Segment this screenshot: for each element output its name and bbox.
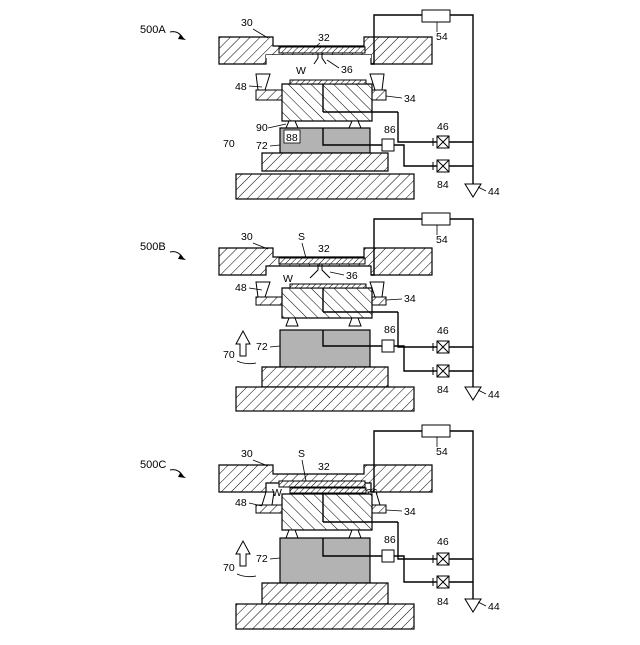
label-wafer: W (272, 487, 282, 499)
lift-block (280, 538, 370, 583)
vacuum-line-upper (398, 112, 437, 142)
film-layer (279, 258, 365, 264)
gauge-box (422, 10, 450, 22)
film-layer (279, 481, 365, 487)
sensor-box (382, 550, 394, 562)
panel-label: 500C (140, 459, 166, 471)
label-gauge: 54 (436, 446, 448, 458)
base-plate (236, 604, 414, 629)
pump-icon (465, 387, 481, 400)
wafer (290, 488, 366, 493)
panel-500A: 500A 30 32 36 48 W 34 90 88 (140, 10, 500, 199)
label-gauge: 54 (436, 31, 448, 43)
label-pad: 90 (256, 122, 268, 134)
label-nozzle: 36 (346, 270, 358, 282)
pad-right (349, 530, 361, 538)
label-film: 32 (318, 32, 330, 44)
label-sensor: 86 (384, 124, 396, 136)
label-top-plate: 30 (241, 448, 253, 460)
label-ring: 34 (404, 93, 416, 105)
panel-label: 500B (140, 241, 166, 253)
lift-block (280, 330, 370, 367)
pad-left (286, 318, 298, 326)
label-film: 32 (318, 461, 330, 473)
panel-500C: 500C 30 S 32 36 W 48 34 72 70 (140, 425, 500, 629)
pump-icon (465, 184, 481, 197)
label-valve-upper: 46 (437, 325, 449, 337)
label-base-block: 88 (286, 132, 298, 144)
label-ring: 34 (404, 506, 416, 518)
label-wafer: W (296, 65, 306, 77)
label-sensor: 86 (384, 534, 396, 546)
label-valve-lower: 84 (437, 384, 449, 396)
gauge-box (422, 425, 450, 437)
label-valve-upper: 46 (437, 121, 449, 133)
chuck-body (282, 84, 372, 121)
label-assembly: 70 (223, 138, 235, 150)
label-pump: 44 (488, 601, 500, 613)
chuck-body (282, 494, 372, 530)
label-lift: 72 (256, 341, 268, 353)
gauge-box (422, 213, 450, 225)
wafer (290, 80, 366, 84)
label-valve-upper: 46 (437, 536, 449, 548)
label-pump: 44 (488, 389, 500, 401)
pump-icon (465, 599, 481, 612)
label-sensor: 86 (384, 324, 396, 336)
label-film: 32 (318, 243, 330, 255)
label-wafer: W (283, 273, 293, 285)
main-exhaust-line (450, 15, 473, 184)
pad-right (349, 121, 361, 128)
label-lift: 72 (256, 140, 268, 152)
label-valve-lower: 84 (437, 179, 449, 191)
base-plate (236, 387, 414, 411)
base-plate (236, 174, 414, 199)
label-ring: 34 (404, 293, 416, 305)
film-layer (279, 47, 365, 53)
label-stage: 48 (235, 81, 247, 93)
pad-left (286, 121, 298, 128)
pad-right (349, 318, 361, 326)
support-block (262, 153, 388, 171)
label-top-plate: 30 (241, 231, 253, 243)
pad-left (286, 530, 298, 538)
label-assembly: 70 (223, 562, 235, 574)
sensor-box (382, 340, 394, 352)
label-assembly: 70 (223, 349, 235, 361)
label-stage: 48 (235, 282, 247, 294)
up-arrow-icon (236, 331, 250, 356)
vacuum-line-lower (394, 145, 437, 166)
label-nozzle: 36 (341, 64, 353, 76)
panel-500B: 500B 30 S 32 36 W 48 34 72 70 (140, 213, 500, 411)
chuck-body (282, 288, 372, 318)
support-block (262, 583, 388, 604)
label-sheet: S (298, 231, 305, 243)
support-block (262, 367, 388, 387)
up-arrow-icon (236, 541, 250, 566)
label-pump: 44 (488, 186, 500, 198)
label-sheet: S (298, 448, 305, 460)
label-valve-lower: 84 (437, 596, 449, 608)
sensor-box (382, 139, 394, 151)
wafer (290, 284, 366, 288)
label-stage: 48 (235, 497, 247, 509)
label-top-plate: 30 (241, 17, 253, 29)
label-lift: 72 (256, 553, 268, 565)
label-gauge: 54 (436, 234, 448, 246)
panel-label: 500A (140, 24, 166, 36)
stage-clip-left (256, 74, 270, 90)
